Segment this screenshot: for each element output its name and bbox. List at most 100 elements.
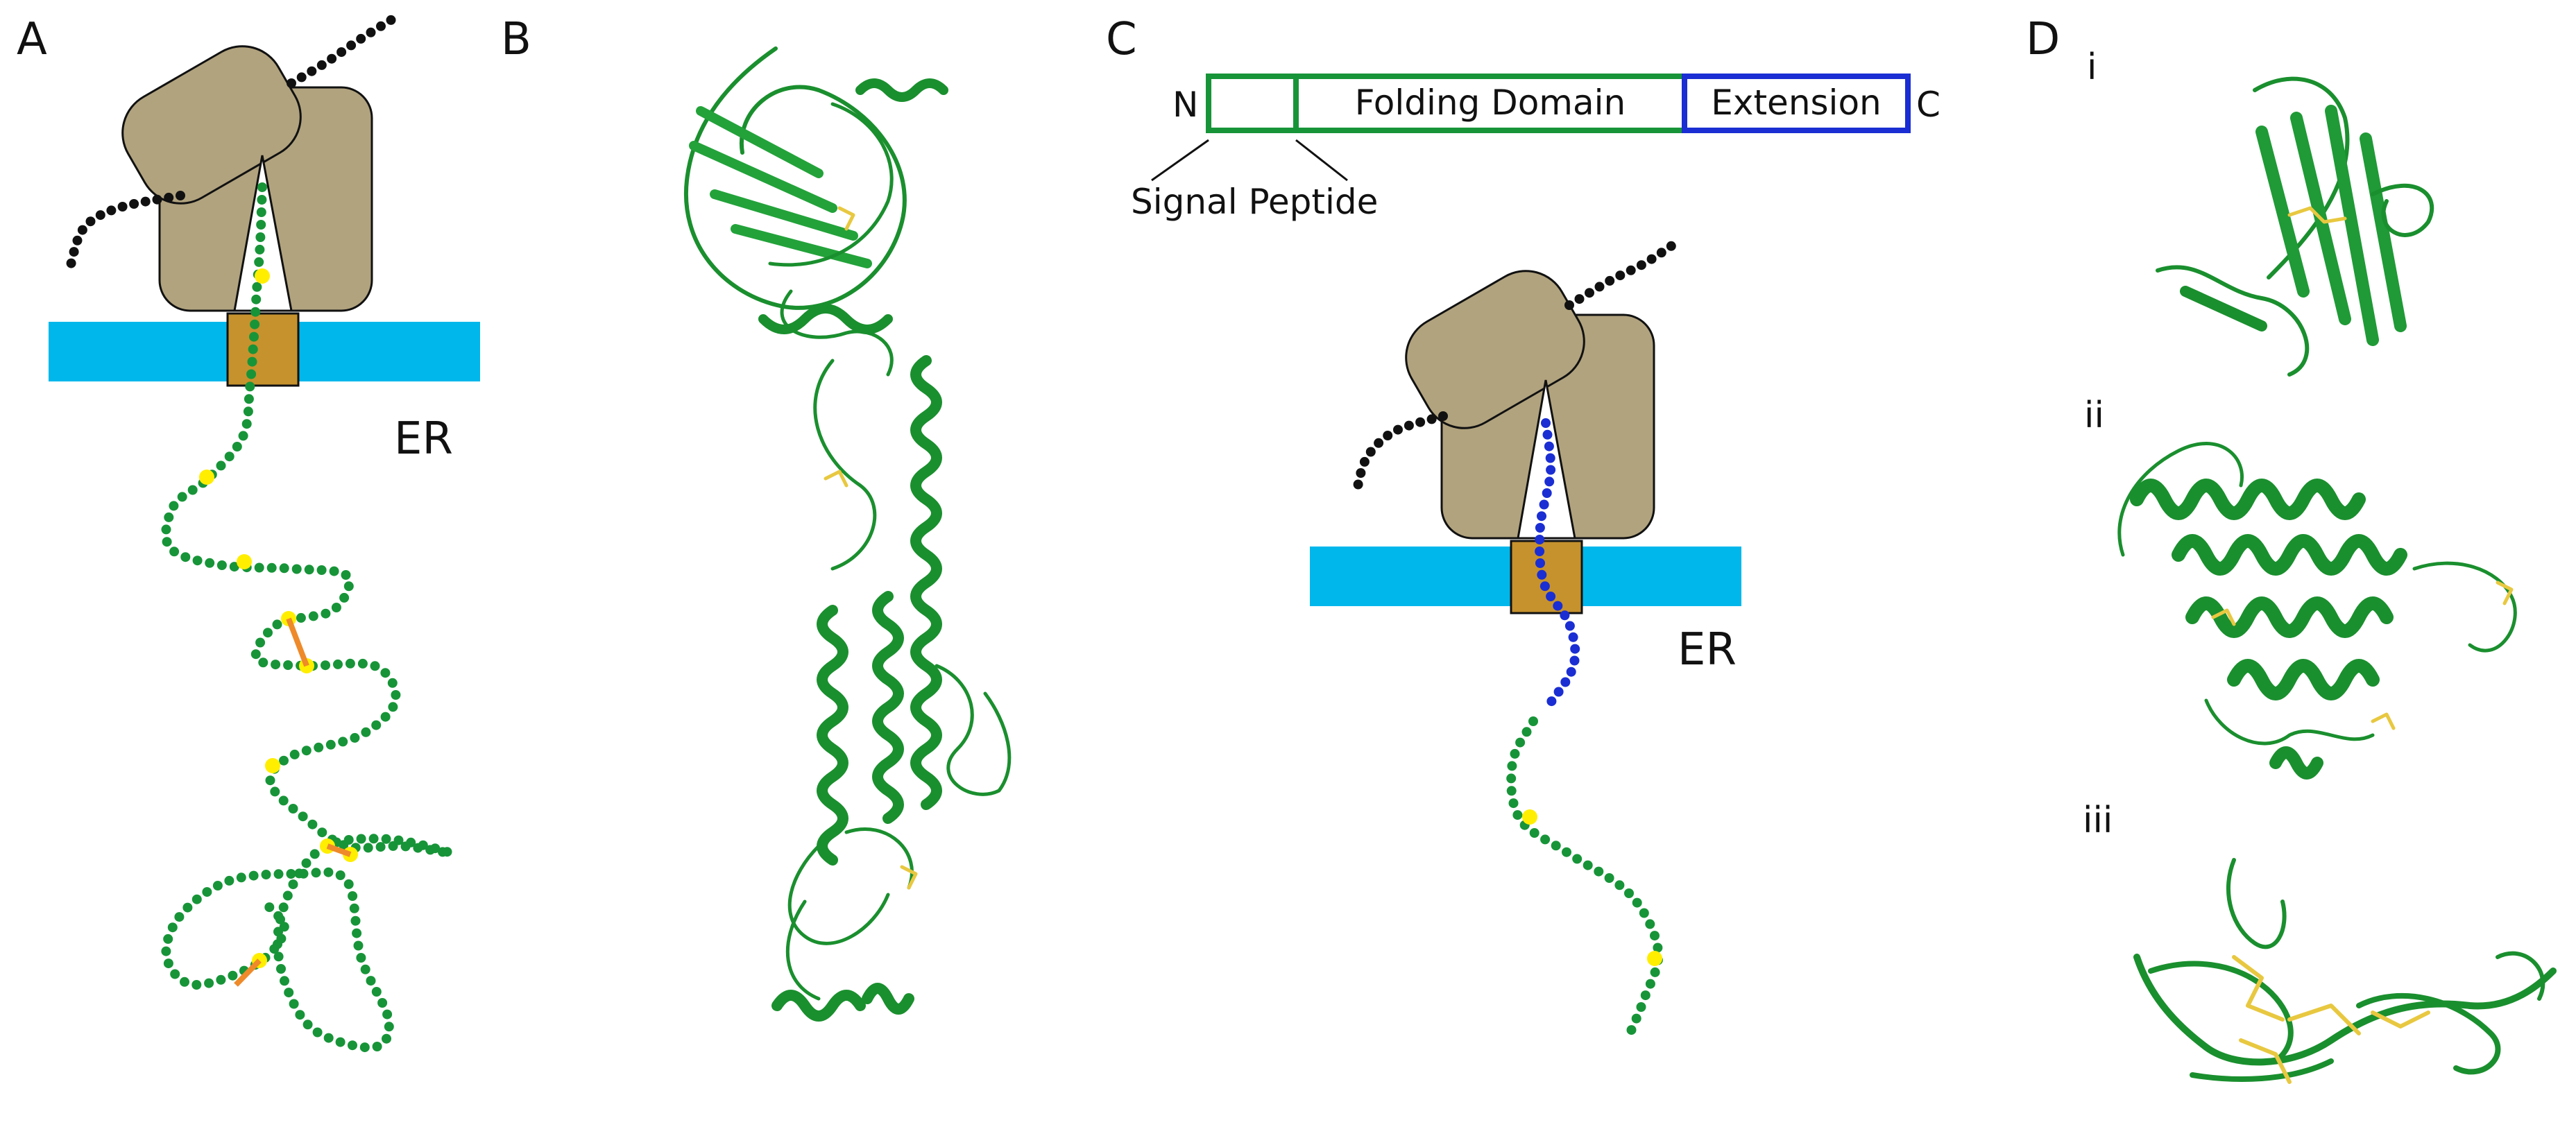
residue-dot [264,902,275,913]
extension-box [1682,74,1911,133]
residue-dot [323,867,334,877]
residue-dot [371,987,382,997]
residue-dot-folding [1650,967,1660,977]
signal-peptide-box [1206,74,1299,133]
residue-dot [279,563,289,574]
n-terminus-label: N [1172,85,1198,125]
residue-dot [191,894,202,904]
mrna-dot [327,53,337,64]
disulfide-bond [286,617,309,667]
residue-dot [276,964,286,974]
residue-dot [276,934,287,944]
signal-peptide-label: Signal Peptide [1131,182,1378,222]
residue-dot [323,1033,334,1043]
residue-dot [180,977,189,987]
residue-dot [224,875,234,886]
residue-dot [331,603,341,612]
residue-dot [289,999,299,1009]
sub-panel-label-ii: ii [2084,395,2104,436]
disulfide-sticks [2211,580,2514,730]
residue-dot [359,1042,370,1053]
residue-dot-folding [1594,866,1604,877]
residue-dot-extension [1537,511,1546,522]
residue-dot [192,556,203,566]
residue-dot-folding [1631,1013,1641,1024]
signal-peptide-pointer-left [1151,139,1209,182]
residue-dot [368,834,379,844]
residue-dot [387,678,398,688]
residue-dot [352,928,362,938]
mrna-strand [66,15,396,268]
mrna-dot [346,40,357,51]
residue-dot [180,552,191,562]
residue-dot-folding [1540,834,1551,845]
residue-dot-folding [1639,908,1649,918]
mrna-dot [1605,275,1615,286]
residue-dot [250,319,260,329]
residue-dot [345,658,355,669]
c-terminus-label: C [1916,85,1940,125]
residue-dot [187,485,198,495]
residue-dot-folding [1640,990,1650,1001]
residue-dot [169,547,180,557]
residue-dot-folding [1551,841,1561,851]
residue-dot [266,562,277,573]
residue-dot [202,887,212,897]
mrna-dot [1594,282,1605,292]
residue-dot-extension [1537,569,1547,580]
residue-dot-folding [1636,1002,1646,1012]
mrna-dot [1353,479,1363,490]
residue-dot-extension [1535,535,1545,544]
panel-label-c: C [1106,14,1137,65]
residue-dot [243,406,253,417]
residue-dot [391,690,401,700]
residue-dot [254,257,264,267]
residue-dot [382,1033,391,1044]
residue-dot [279,922,289,932]
mrna-dot [1383,431,1393,440]
residue-dot-folding [1626,1025,1637,1035]
mrna-dot [1636,260,1646,270]
residue-dot [380,712,391,722]
mrna-strand [1353,241,1676,490]
residue-dot [273,952,284,962]
er-label: ER [394,413,453,465]
translocon-icon [1510,540,1583,614]
residue-dot [216,974,226,985]
residue-dot [377,998,388,1008]
mrna-dot [117,202,128,212]
panel-d-ii-structure [2117,442,2517,780]
mrna-dot [129,199,139,209]
residue-dot [265,775,275,786]
mrna-dot [1656,248,1666,258]
disulfide-bond [326,843,352,857]
residue-dot [302,1020,313,1030]
cysteine-site [237,554,252,569]
residue-dot [343,835,354,845]
mrna-dot [1359,456,1370,467]
residue-dot [335,870,346,880]
residue-dot [384,1022,394,1032]
residue-dot [232,442,242,451]
residue-dot [245,381,255,392]
residue-dot [343,581,354,592]
residue-dot [169,501,179,511]
residue-dot [241,419,252,429]
residue-dot [372,1042,382,1051]
disulfide-sticks [824,206,918,890]
residue-dot [280,976,289,986]
residue-dot [296,612,306,623]
mrna-dot [366,27,376,37]
residue-dot-folding [1528,716,1538,726]
residue-dot-extension [1544,441,1554,451]
residue-dot [216,560,227,570]
residue-dot-folding [1650,931,1660,941]
panel-label-d: D [2026,14,2060,65]
mrna-dot [1365,447,1376,457]
mrna-dot [85,216,96,227]
residue-dot-extension [1564,621,1575,631]
residue-dot [301,746,312,756]
residue-dot [162,537,172,547]
residue-dot-extension [1546,465,1556,475]
